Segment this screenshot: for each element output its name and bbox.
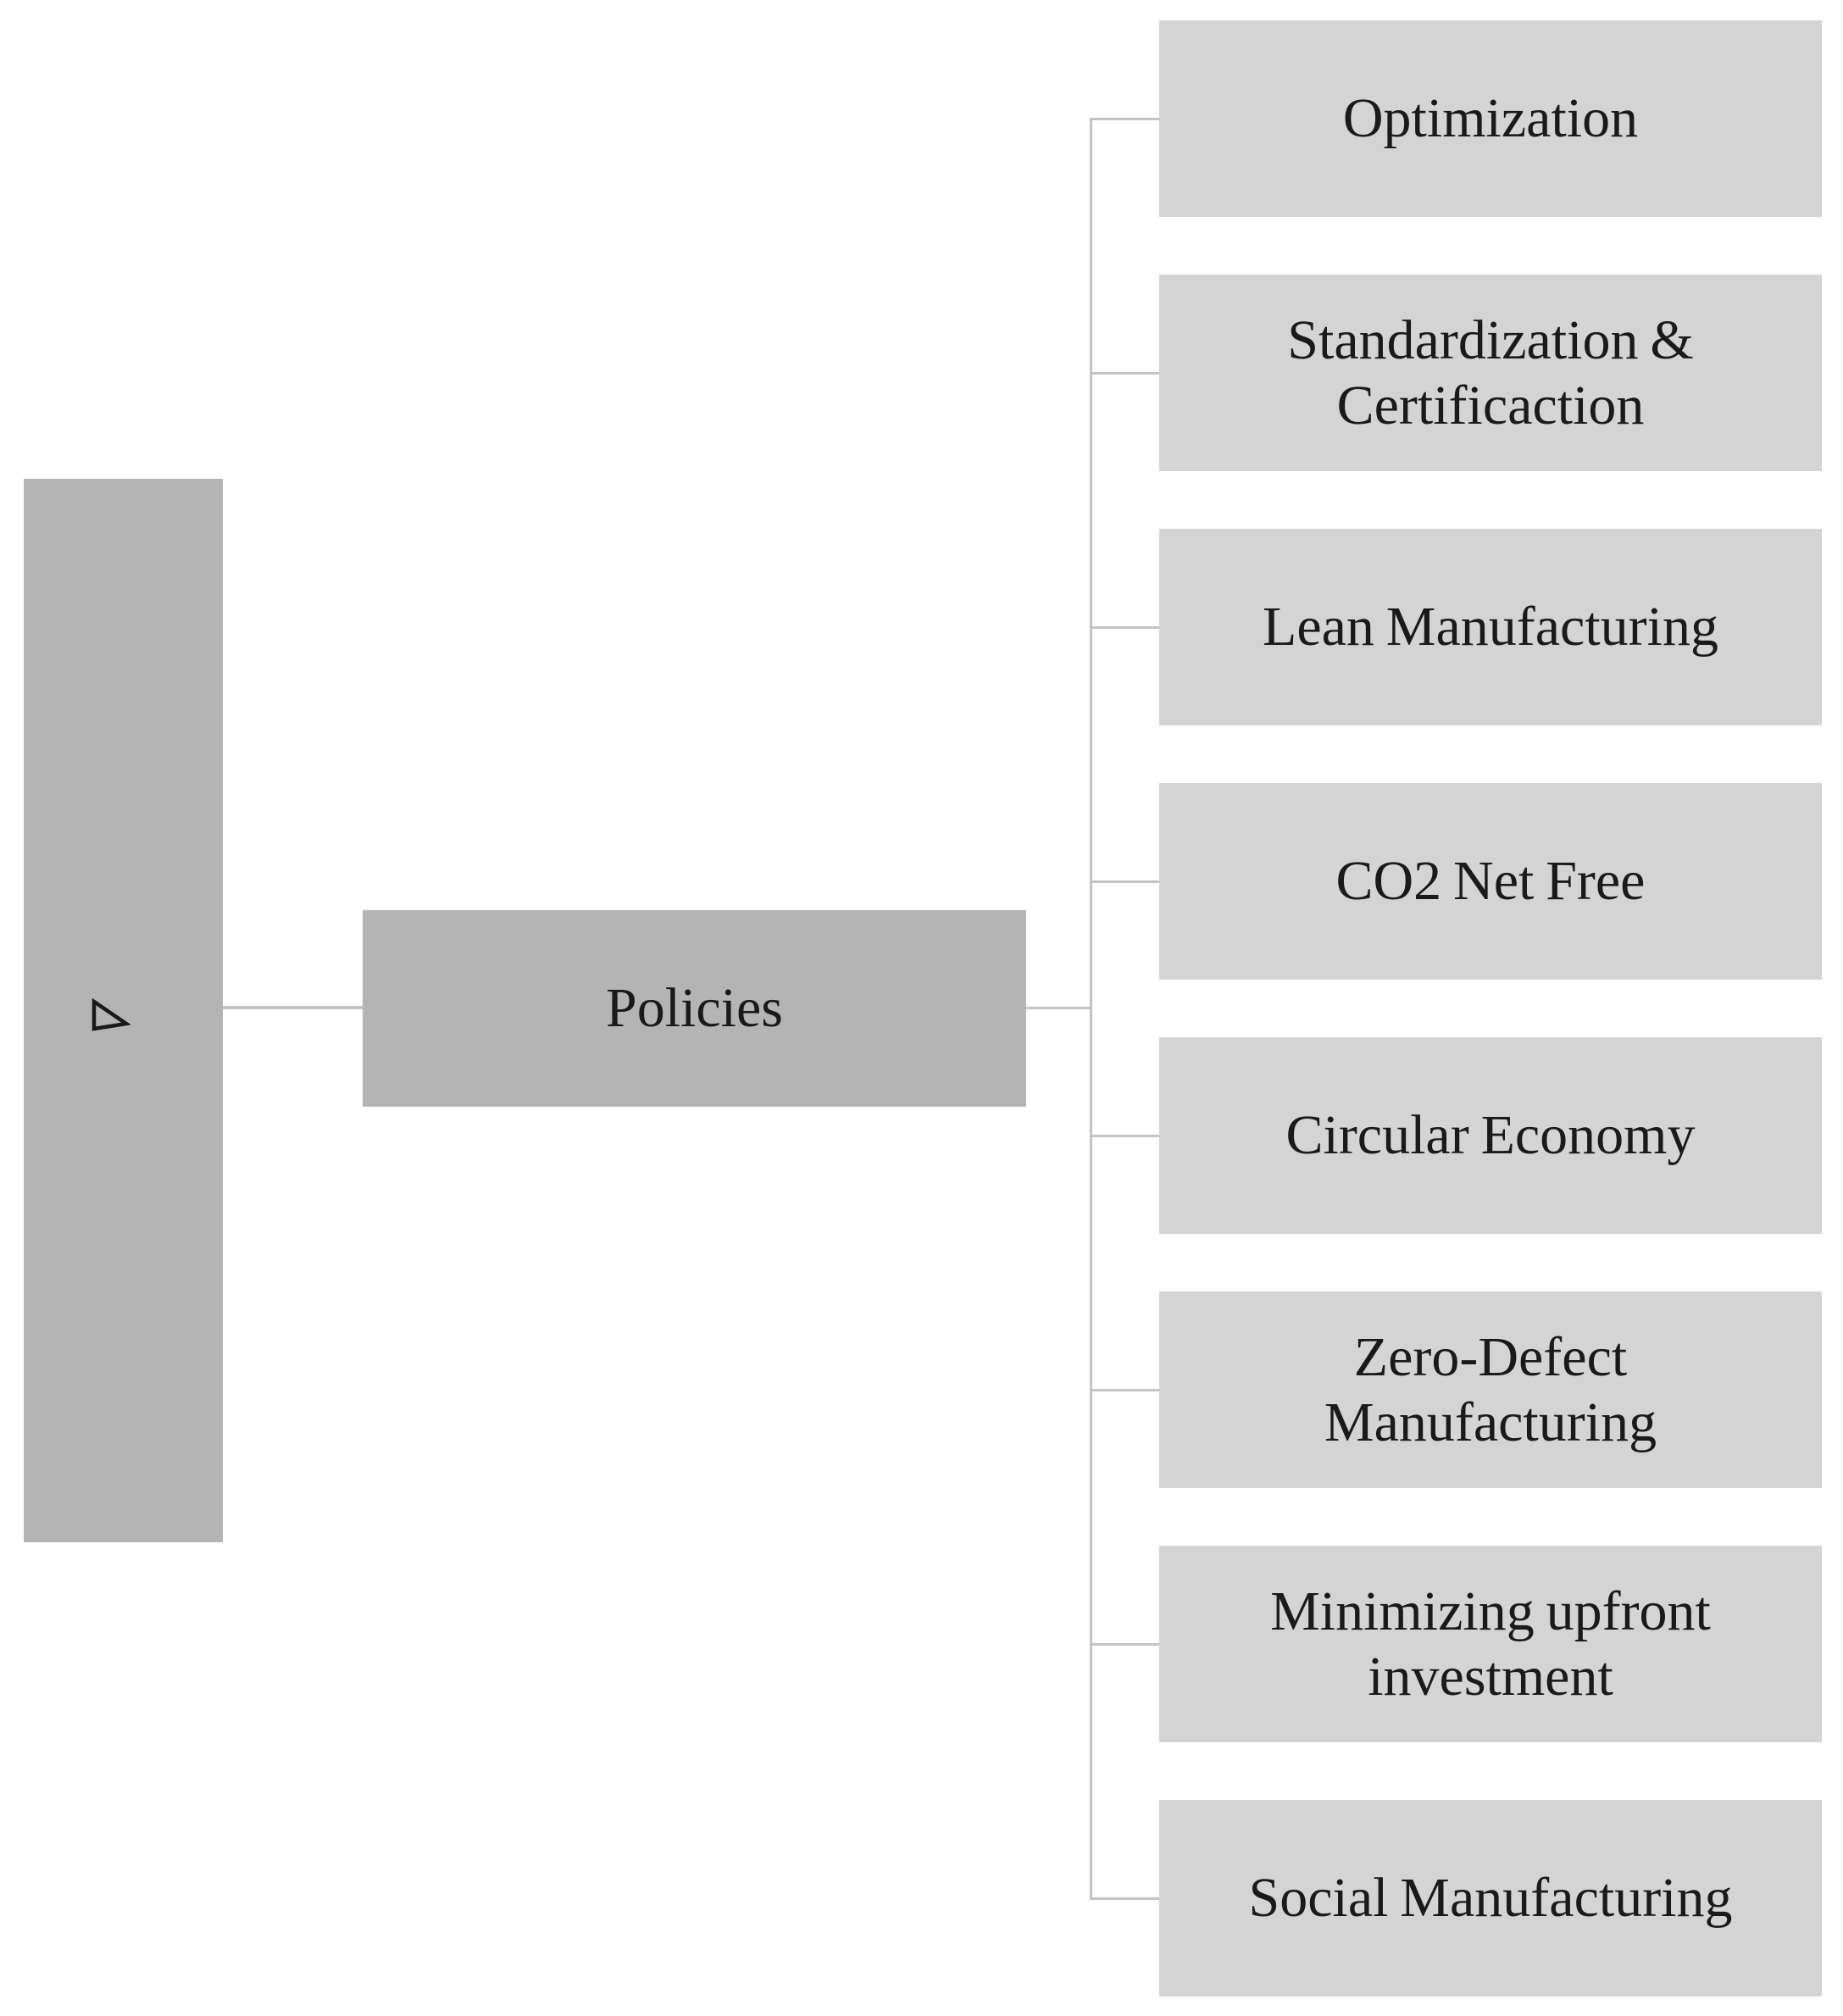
- connector-stub-zero-defect: [1090, 1389, 1161, 1391]
- connector-trunk: [1090, 118, 1092, 1899]
- connector-stub-lean-manufacturing: [1090, 626, 1161, 629]
- connector-stub-optimization: [1090, 118, 1161, 120]
- child-label: Standardization & Certificaction: [1287, 308, 1694, 436]
- child-node-minimizing-upfront-investment: Minimizing upfront investment: [1159, 1546, 1822, 1742]
- lower-left-triangle-icon: [92, 997, 130, 1031]
- child-label: Zero-Defect Manufacturing: [1324, 1325, 1657, 1453]
- child-node-social-manufacturing: Social Manufacturing: [1159, 1800, 1822, 1997]
- child-label: Optimization: [1342, 87, 1639, 150]
- root-node: [24, 479, 223, 1542]
- child-node-optimization: Optimization: [1159, 20, 1822, 217]
- child-label: CO2 Net Free: [1335, 850, 1646, 913]
- child-label: Minimizing upfront investment: [1270, 1580, 1711, 1708]
- child-node-co2-net-free: CO2 Net Free: [1159, 783, 1822, 980]
- connector-root-to-policies: [221, 1006, 363, 1009]
- policies-label: Policies: [606, 977, 783, 1040]
- child-node-lean-manufacturing: Lean Manufacturing: [1159, 529, 1822, 725]
- connector-stub-standardization: [1090, 372, 1161, 375]
- child-label: Circular Economy: [1285, 1104, 1696, 1167]
- child-node-circular-economy: Circular Economy: [1159, 1037, 1822, 1234]
- child-node-zero-defect-manufacturing: Zero-Defect Manufacturing: [1159, 1291, 1822, 1488]
- connector-stub-co2-net-free: [1090, 880, 1161, 883]
- connector-stub-social-manufacturing: [1090, 1897, 1161, 1900]
- child-label: Lean Manufacturing: [1263, 596, 1718, 658]
- child-label: Social Manufacturing: [1248, 1867, 1733, 1930]
- connector-policies-to-trunk: [1024, 1007, 1092, 1009]
- child-node-standardization-certificaction: Standardization & Certificaction: [1159, 275, 1822, 471]
- connector-stub-circular-economy: [1090, 1135, 1161, 1137]
- connector-stub-minimizing-upfront: [1090, 1643, 1161, 1646]
- policies-node: Policies: [363, 910, 1026, 1107]
